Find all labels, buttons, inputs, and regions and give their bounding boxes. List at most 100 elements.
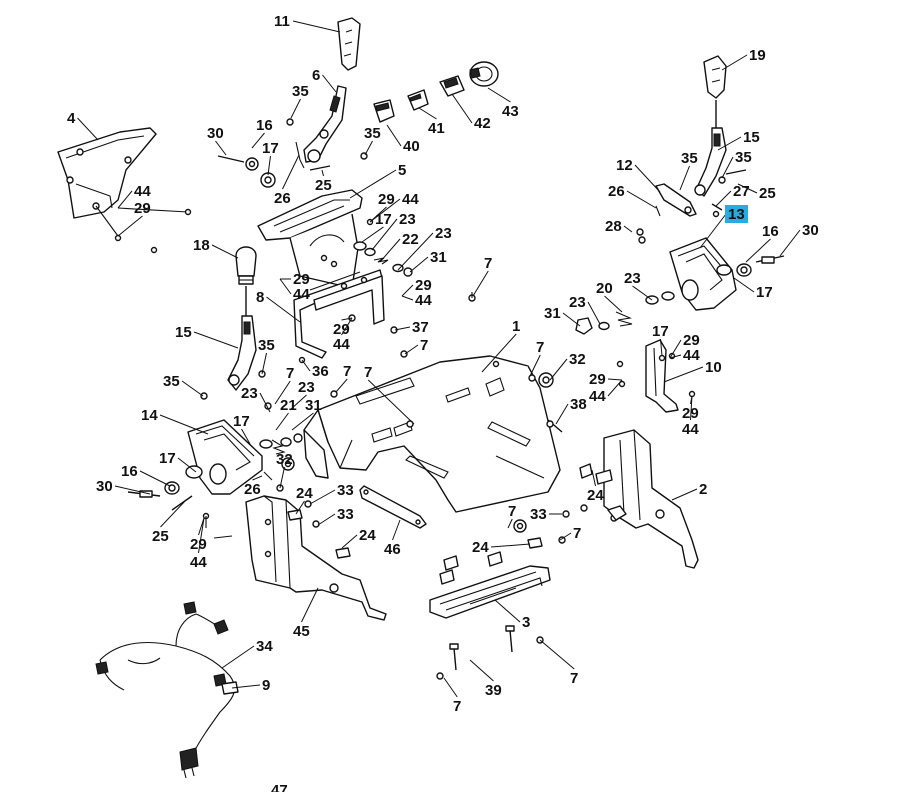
leader-line (494, 599, 521, 623)
callout-35: 35 (364, 125, 381, 156)
callout-label: 15 (743, 129, 760, 146)
callout-label: 17 (159, 450, 176, 467)
callout-label: 33 (337, 482, 354, 499)
callout-label: 30 (207, 125, 224, 142)
callout-14: 14 (141, 407, 209, 435)
callout-label: 26 (244, 481, 261, 498)
callout-label: 30 (96, 478, 113, 495)
callout-label: 39 (485, 682, 502, 699)
callout-label: 29 (682, 405, 699, 422)
callout-label: 44 (683, 347, 700, 364)
leader-line (507, 518, 513, 529)
callout-label: 17 (233, 413, 250, 430)
leader-line (529, 354, 541, 377)
part-pedal-housing-left (127, 419, 263, 539)
leader-line (660, 338, 663, 357)
part-bottom-bolts (436, 625, 544, 680)
callout-label: 35 (735, 149, 752, 166)
callout-label: 29 (190, 536, 207, 553)
callout-33: 33 (317, 506, 354, 526)
callout-label: 35 (681, 150, 698, 167)
leader-line (663, 366, 704, 383)
callout-label: 46 (384, 541, 401, 558)
callout-35: 35 (258, 337, 275, 375)
callout-label: 35 (258, 337, 275, 354)
callout-37: 37 (394, 319, 429, 336)
callout-label: 34 (256, 638, 273, 655)
callout-44: 44 (190, 517, 207, 571)
callout-label: 37 (412, 319, 429, 336)
leader-line (481, 333, 517, 373)
leader-line (392, 519, 401, 541)
callout-27: 27 (715, 183, 750, 207)
callout-41: 41 (418, 107, 445, 137)
leader-line (587, 301, 601, 325)
callout-26: 26 (244, 475, 263, 498)
callout-label: 44 (134, 183, 151, 200)
callout-26: 26 (274, 154, 300, 207)
part-knob-right (703, 55, 727, 99)
part-cross-member (429, 551, 551, 619)
callout-2: 2 (671, 481, 707, 501)
callout-16: 16 (251, 117, 273, 149)
callout-21: 21 (275, 397, 297, 431)
leader-line (361, 226, 384, 243)
callout-35: 35 (721, 149, 752, 179)
leader-line (295, 500, 305, 515)
callout-label: 44 (589, 388, 606, 405)
callout-label: 22 (402, 231, 419, 248)
callout-label: 23 (241, 385, 258, 402)
callout-25: 25 (315, 169, 332, 194)
callout-43: 43 (487, 87, 519, 120)
part-wire-harness (95, 601, 239, 779)
callout-label: 32 (569, 351, 586, 368)
callout-label: 17 (262, 140, 279, 157)
leader-line (117, 215, 143, 237)
callout-15: 15 (717, 129, 760, 151)
callout-label: 7 (570, 670, 578, 687)
callout-label: 31 (430, 249, 447, 266)
callout-44: 44 (333, 317, 353, 353)
callout-7: 7 (529, 339, 544, 377)
leader-line (679, 165, 690, 191)
callout-label: 7 (508, 503, 516, 520)
leader-line (604, 295, 623, 313)
callout-40: 40 (386, 124, 420, 155)
leader-line (371, 218, 398, 251)
callout-7: 7 (274, 365, 294, 405)
leader-line (211, 244, 239, 259)
leader-line (274, 380, 291, 405)
leader-line (607, 379, 623, 397)
leader-line (279, 466, 285, 489)
leader-line (193, 331, 239, 349)
callout-label: 24 (587, 487, 604, 504)
leader-line (591, 469, 596, 487)
leader-line (559, 532, 572, 541)
leader-line (737, 183, 758, 194)
leader-line (632, 285, 653, 301)
callout-label: 7 (343, 363, 351, 380)
callout-44: 44 (401, 292, 432, 309)
callout-17: 17 (262, 140, 279, 176)
callout-23: 23 (624, 270, 653, 301)
callout-23: 23 (241, 385, 271, 413)
callout-label: 7 (573, 525, 581, 542)
callout-label: 20 (596, 280, 613, 297)
callout-29: 29 (333, 317, 353, 338)
callout-7: 7 (507, 503, 516, 529)
leader-line (669, 339, 682, 359)
callout-42: 42 (451, 93, 491, 132)
callout-38: 38 (555, 396, 587, 425)
leader-line (290, 98, 301, 119)
leader-line (690, 395, 693, 421)
leader-line (341, 317, 353, 336)
leader-line (215, 140, 227, 156)
leader-line (282, 154, 300, 190)
leader-line (231, 684, 261, 689)
callout-label: 16 (256, 117, 273, 134)
parts-artwork (57, 17, 785, 779)
callout-25: 25 (152, 499, 187, 545)
part-knob-left (235, 246, 257, 285)
leader-line (322, 74, 337, 93)
